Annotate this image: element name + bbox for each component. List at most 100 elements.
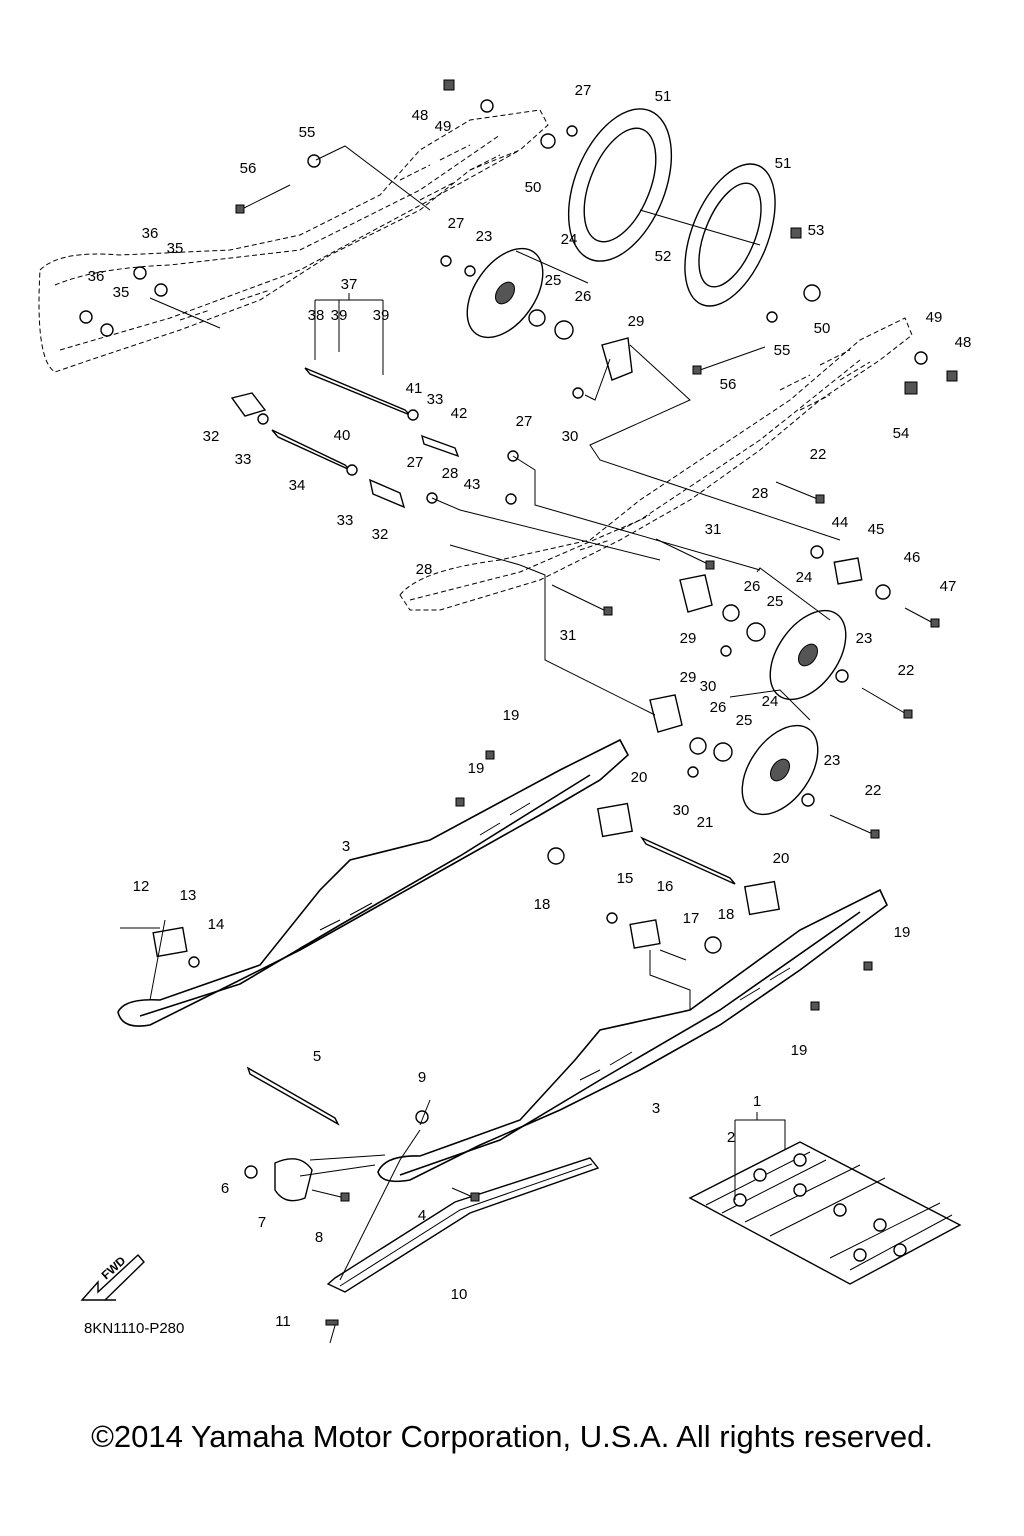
part-number-22: 22 [810, 446, 827, 463]
part-number-55: 55 [774, 342, 791, 359]
part-number-23: 23 [856, 630, 873, 647]
hyfax-slide [326, 1157, 600, 1293]
track [688, 1141, 962, 1285]
blocks [152, 337, 863, 1202]
part-number-27: 27 [516, 413, 533, 430]
part-number-24: 24 [762, 693, 779, 710]
part-number-20: 20 [773, 850, 790, 867]
part-number-36: 36 [142, 225, 159, 242]
part-number-3: 3 [342, 838, 350, 855]
part-number-3: 3 [652, 1100, 660, 1117]
part-number-9: 9 [418, 1069, 426, 1086]
part-number-1: 1 [753, 1093, 761, 1110]
part-number-22: 22 [865, 782, 882, 799]
leader-lines [149, 145, 841, 1281]
part-number-52: 52 [655, 248, 672, 265]
part-number-13: 13 [180, 887, 197, 904]
part-number-19: 19 [468, 760, 485, 777]
part-number-4: 4 [418, 1207, 426, 1224]
fasteners [120, 79, 958, 1344]
part-number-25: 25 [767, 593, 784, 610]
lower-left-slide-rail [117, 738, 630, 1027]
part-number-50: 50 [814, 320, 831, 337]
part-number-54: 54 [893, 425, 910, 442]
part-number-29: 29 [628, 313, 645, 330]
part-number-24: 24 [561, 231, 578, 248]
part-number-38: 38 [308, 307, 325, 324]
part-number-15: 15 [617, 870, 634, 887]
part-number-18: 18 [534, 896, 551, 913]
idler-wheel-upper [466, 247, 544, 339]
part-number-28: 28 [752, 485, 769, 502]
part-number-27: 27 [448, 215, 465, 232]
part-number-11: 11 [275, 1313, 291, 1330]
part-number-14: 14 [208, 916, 225, 933]
part-number-34: 34 [289, 477, 306, 494]
part-number-19: 19 [503, 707, 520, 724]
part-number-23: 23 [476, 228, 493, 245]
part-number-37: 37 [341, 276, 358, 293]
part-number-36: 36 [88, 268, 105, 285]
part-number-26: 26 [710, 699, 727, 716]
fwd-arrow-icon: FWD [80, 1253, 145, 1301]
part-number-2: 2 [727, 1129, 735, 1146]
part-number-39: 39 [373, 307, 390, 324]
part-number-41: 41 [406, 380, 423, 397]
part-number-26: 26 [575, 288, 592, 305]
part-number-43: 43 [464, 476, 481, 493]
part-number-48: 48 [412, 107, 429, 124]
part-number-27: 27 [407, 454, 424, 471]
part-number-23: 23 [824, 752, 841, 769]
washers [79, 99, 928, 1179]
part-number-24: 24 [796, 569, 813, 586]
part-number-18: 18 [718, 906, 735, 923]
part-number-26: 26 [744, 578, 761, 595]
part-number-5: 5 [313, 1048, 321, 1065]
part-number-17: 17 [683, 910, 700, 927]
part-number-49: 49 [435, 118, 452, 135]
part-number-30: 30 [673, 802, 690, 819]
part-number-51: 51 [775, 155, 792, 172]
idler-wheel-middle [769, 609, 847, 701]
part-number-22: 22 [898, 662, 915, 679]
part-number-56: 56 [720, 376, 737, 393]
part-number-27: 27 [575, 82, 592, 99]
part-number-33: 33 [337, 512, 354, 529]
shafts [230, 367, 736, 1126]
part-number-6: 6 [221, 1180, 229, 1197]
part-number-33: 33 [427, 391, 444, 408]
part-number-50: 50 [525, 179, 542, 196]
part-number-56: 56 [240, 160, 257, 177]
part-number-21: 21 [697, 814, 714, 831]
part-number-49: 49 [926, 309, 943, 326]
part-number-47: 47 [940, 578, 957, 595]
part-number-19: 19 [894, 924, 911, 941]
part-number-28: 28 [442, 465, 459, 482]
part-number-48: 48 [955, 334, 972, 351]
part-number-30: 30 [700, 678, 717, 695]
copyright-notice: ©2014 Yamaha Motor Corporation, U.S.A. A… [91, 1419, 933, 1454]
upper-left-rail [38, 109, 549, 373]
part-number-35: 35 [113, 284, 130, 301]
lower-right-slide-rail [377, 888, 889, 1183]
part-number-53: 53 [808, 222, 825, 239]
part-number-32: 32 [372, 526, 389, 543]
part-number-42: 42 [451, 405, 468, 422]
diagram-code: 8KN1110-P280 [84, 1320, 185, 1337]
part-number-29: 29 [680, 669, 697, 686]
part-number-20: 20 [631, 769, 648, 786]
part-number-39: 39 [331, 307, 348, 324]
part-number-31: 31 [705, 521, 722, 538]
part-number-25: 25 [545, 272, 562, 289]
idler-wheel-lower [741, 724, 819, 816]
part-number-46: 46 [904, 549, 921, 566]
part-number-19: 19 [791, 1042, 808, 1059]
part-number-29: 29 [680, 630, 697, 647]
part-number-30: 30 [562, 428, 579, 445]
part-number-45: 45 [868, 521, 885, 538]
part-number-33: 33 [235, 451, 252, 468]
part-number-44: 44 [832, 514, 849, 531]
part-number-12: 12 [133, 878, 150, 895]
